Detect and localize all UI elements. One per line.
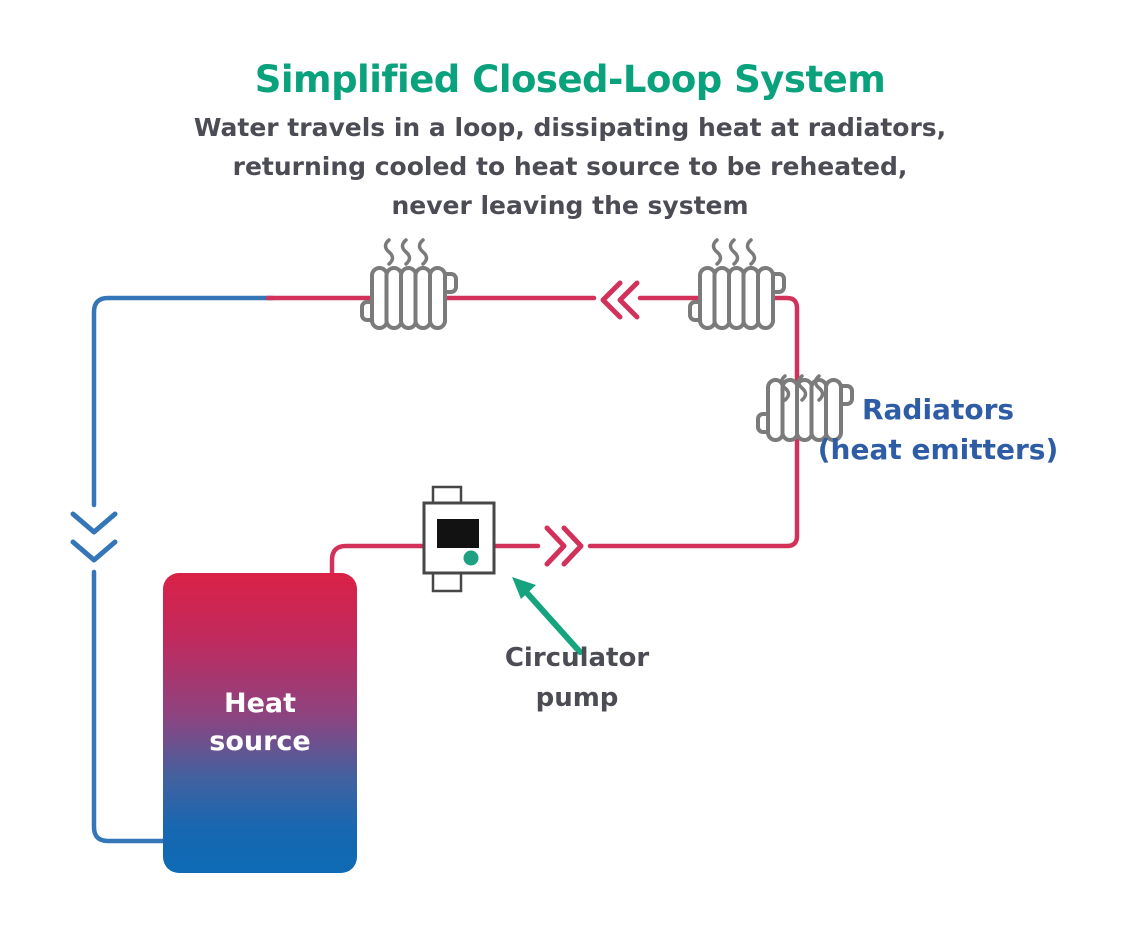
chevron-down-icon — [70, 511, 118, 563]
pipe-cold-return — [91, 295, 275, 844]
chevron-right-icon — [544, 525, 584, 567]
radiator-icon — [360, 238, 458, 330]
circulator-pump-label-line1: Circulator — [504, 643, 650, 673]
heat-source-label-line1: Heat — [223, 688, 297, 719]
page-subtitle: Water travels in a loop, dissipating hea… — [193, 113, 947, 220]
page-title: Simplified Closed-Loop System — [254, 58, 886, 101]
radiator-icon — [688, 238, 786, 330]
heat-source-box: Heat source — [163, 573, 357, 873]
radiators-label-line2: (heat emitters) — [817, 433, 1059, 466]
pointer-arrow-icon — [512, 577, 583, 655]
heat-waves-icon — [711, 238, 757, 266]
circulator-pump-label: Circulator pump — [460, 638, 694, 718]
pipe-hot-supply — [265, 295, 800, 579]
heat-source-label-line2: source — [209, 726, 311, 757]
pump-led-dot — [463, 550, 479, 566]
radiators-label: Radiators (heat emitters) — [810, 390, 1066, 470]
chevron-left-icon — [600, 280, 640, 320]
circulator-pump-label-line2: pump — [535, 683, 619, 713]
radiators-label-line1: Radiators — [861, 393, 1015, 426]
heat-waves-icon — [383, 238, 429, 266]
circulator-pump-icon — [422, 485, 496, 593]
